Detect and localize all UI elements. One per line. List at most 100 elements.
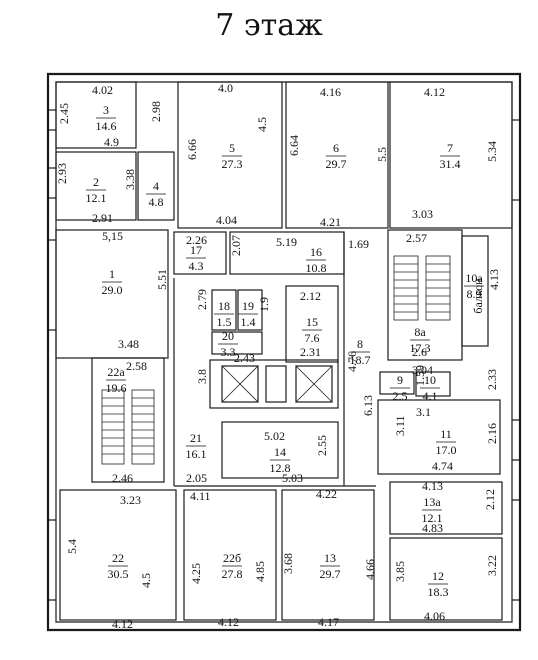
room-number: 2 bbox=[93, 175, 99, 189]
room-11-outline bbox=[377, 399, 501, 475]
dimension-d32: 2.31 bbox=[300, 345, 321, 359]
room-22-outline bbox=[59, 489, 177, 621]
room-number: 10a bbox=[465, 271, 483, 285]
dimension-d41: 3.1 bbox=[416, 405, 431, 419]
room-number: 22 bbox=[112, 551, 124, 565]
elevator-block bbox=[209, 359, 339, 409]
room-3-outline bbox=[55, 81, 137, 149]
room-15-outline bbox=[285, 285, 339, 363]
room-area: 7.6 bbox=[305, 331, 320, 345]
room-area: 18.3 bbox=[428, 585, 449, 599]
dimension-d62: 3.85 bbox=[393, 561, 407, 582]
room-22b-outline bbox=[183, 489, 277, 621]
dimension-d30: 3.48 bbox=[118, 337, 139, 351]
room-area: 12.1 bbox=[86, 191, 107, 205]
dimension-d24: 2.57 bbox=[406, 231, 427, 245]
room-20-outline bbox=[211, 331, 263, 355]
room-number: 22б bbox=[223, 551, 241, 565]
room-2-outline bbox=[55, 151, 137, 221]
dimension-d57: 4.5 bbox=[139, 573, 153, 588]
dimension-d15: 2.91 bbox=[92, 211, 113, 225]
dimension-d58: 4.25 bbox=[189, 563, 203, 584]
room-area: 19.6 bbox=[106, 381, 127, 395]
windows-right bbox=[512, 119, 520, 601]
dimension-d7: 4.5 bbox=[255, 117, 269, 132]
room-19-outline bbox=[237, 289, 263, 331]
room-area: 14.6 bbox=[96, 119, 117, 133]
dimension-d2: 2.45 bbox=[57, 103, 71, 124]
room-9-label: 92.5 bbox=[390, 373, 410, 403]
dimension-d26: 2.79 bbox=[195, 289, 209, 310]
dimension-d44: 5.02 bbox=[264, 429, 285, 443]
room-13a-outline bbox=[389, 481, 503, 535]
room-18-outline bbox=[211, 289, 237, 331]
dimension-d59: 4.85 bbox=[253, 561, 267, 582]
room-12-outline bbox=[389, 537, 503, 621]
dimension-d66: 4.17 bbox=[318, 615, 339, 629]
dimension-d10: 5.5 bbox=[375, 147, 389, 162]
room-area: 2.5 bbox=[393, 389, 408, 403]
dimension-d14: 3.38 bbox=[123, 169, 137, 190]
room-area: 17.0 bbox=[436, 443, 457, 457]
room-number: 17 bbox=[190, 243, 202, 257]
room-20-label: 203.3 bbox=[218, 329, 238, 359]
dimension-d1: 4.02 bbox=[92, 83, 113, 97]
room-10-outline bbox=[415, 371, 451, 397]
room-area: 8.9 bbox=[467, 287, 482, 301]
dimension-d56: 5.4 bbox=[65, 539, 79, 554]
dimension-d16: 4.04 bbox=[216, 213, 237, 227]
room-area: 4.3 bbox=[189, 259, 204, 273]
dimension-d48: 2.05 bbox=[186, 471, 207, 485]
dimension-d61: 4.66 bbox=[363, 559, 377, 580]
dimension-d23: 1.69 bbox=[348, 237, 369, 251]
room-area: 1.4 bbox=[241, 315, 256, 329]
room-area: 18.7 bbox=[350, 353, 371, 367]
elevator-3 bbox=[295, 365, 333, 403]
dimension-d21: 2.07 bbox=[229, 235, 243, 256]
room-number: 16 bbox=[310, 245, 322, 259]
stair-22a bbox=[101, 389, 155, 465]
room-number: 18 bbox=[218, 299, 230, 313]
room-14-outline bbox=[221, 421, 339, 479]
room-number: 19 bbox=[242, 299, 254, 313]
dimension-d64: 4.12 bbox=[112, 617, 133, 631]
room-area: 3.3 bbox=[221, 345, 236, 359]
room-number: 1 bbox=[109, 267, 115, 281]
room-number: 5 bbox=[229, 141, 235, 155]
room-area: 29.7 bbox=[320, 567, 341, 581]
dimension-d42: 3.11 bbox=[393, 415, 407, 436]
dimension-d51: 3.23 bbox=[120, 493, 141, 507]
room-17-outline bbox=[173, 231, 227, 275]
room-area: 1.5 bbox=[217, 315, 232, 329]
room-number: 12 bbox=[432, 569, 444, 583]
elevator-2 bbox=[265, 365, 287, 403]
dimension-d6: 6.66 bbox=[185, 139, 199, 160]
room-labels: 314.6527.3629.7731.4212.144.8129.0174.31… bbox=[86, 103, 484, 599]
room-19-label: 191.4 bbox=[238, 299, 258, 329]
room-number: 7 bbox=[447, 141, 453, 155]
room-number: 21 bbox=[190, 431, 202, 445]
room-22a-outline bbox=[91, 357, 165, 483]
room-4-outline bbox=[137, 151, 175, 221]
room-5-outline bbox=[177, 81, 283, 229]
room-number: 9 bbox=[397, 373, 403, 387]
dimension-d54: 2.12 bbox=[483, 489, 497, 510]
room-15-label: 157.6 bbox=[302, 315, 322, 345]
room-6-outline bbox=[285, 81, 389, 229]
room-10-label: 104.1 bbox=[420, 373, 440, 403]
windows-left bbox=[48, 109, 56, 601]
room-area: 27.8 bbox=[222, 567, 243, 581]
room-number: 11 bbox=[440, 427, 452, 441]
page-title: 7 этаж bbox=[215, 8, 323, 43]
room-number: 14 bbox=[274, 445, 286, 459]
room-area: 16.1 bbox=[186, 447, 207, 461]
